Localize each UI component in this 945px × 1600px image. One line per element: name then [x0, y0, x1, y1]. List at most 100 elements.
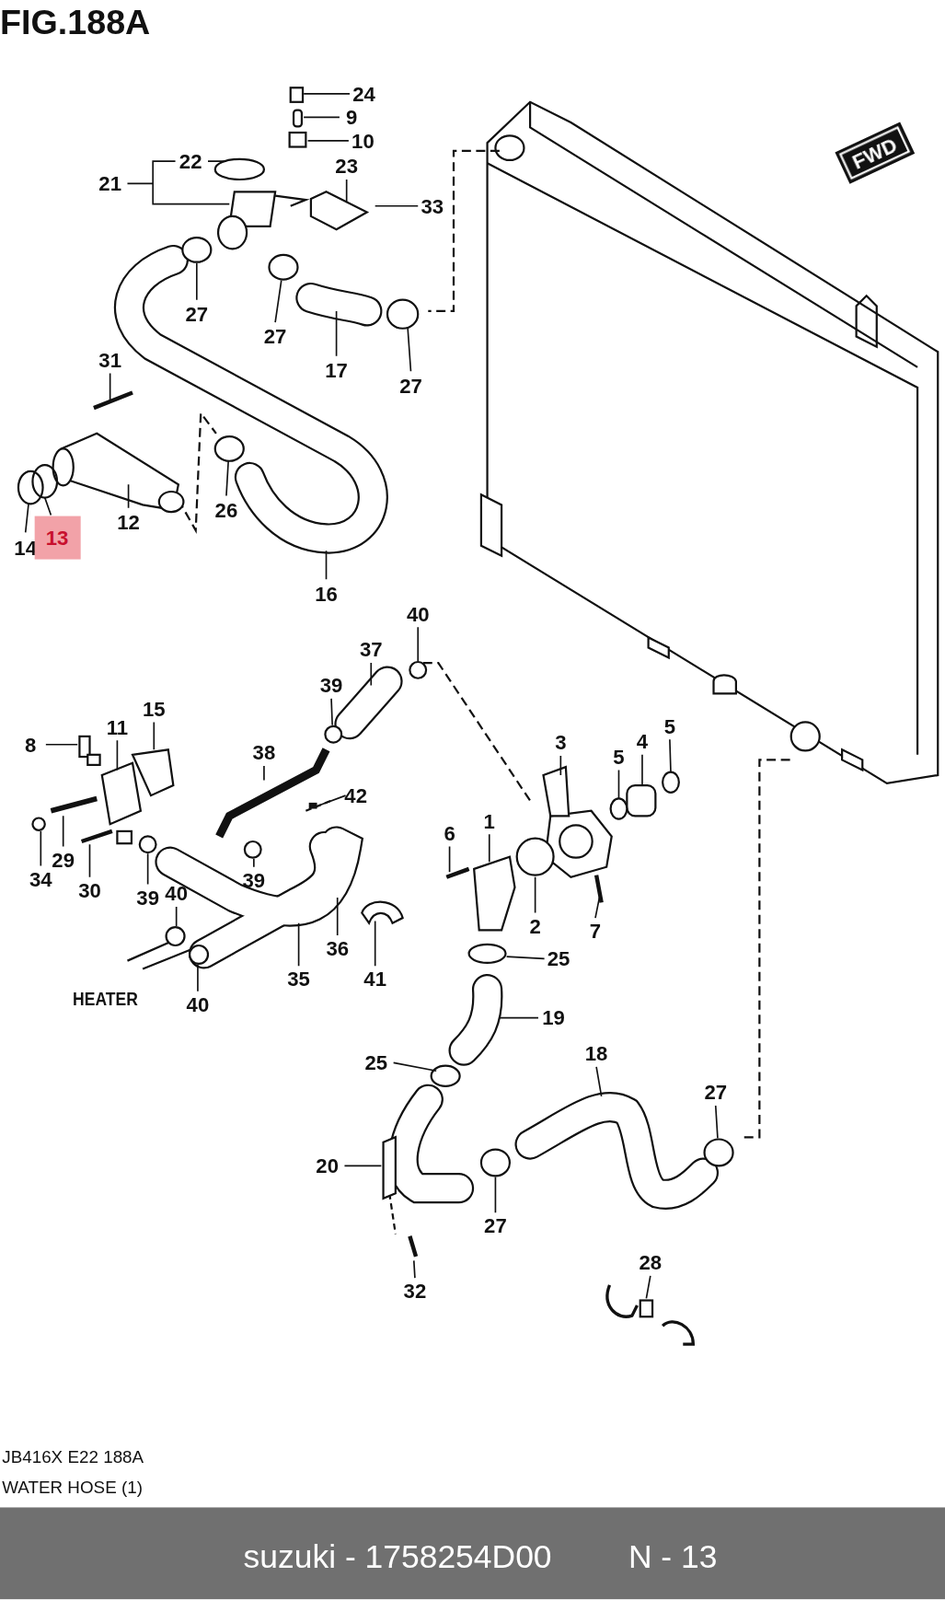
callout-number: 40 — [186, 993, 210, 1015]
drawing-part — [361, 901, 403, 923]
drawing-part — [93, 392, 133, 409]
drawing-part — [128, 260, 373, 540]
drawing-part — [542, 766, 569, 816]
drawing-part — [309, 802, 318, 809]
drawing-part — [640, 1300, 653, 1317]
drawing-part — [559, 824, 592, 857]
drawing-part — [204, 846, 330, 954]
drawing-part — [791, 721, 820, 750]
drawing-part — [116, 830, 132, 843]
drawing-part — [610, 797, 628, 819]
drawing-part — [25, 372, 229, 532]
drawing-part — [25, 93, 718, 1298]
drawing-part — [349, 680, 388, 725]
drawing-part — [349, 680, 388, 725]
callout-number: 10 — [351, 130, 375, 151]
drawing-part — [346, 179, 419, 207]
drawing-part — [409, 868, 601, 1257]
drawing-part — [403, 1098, 459, 1188]
drawing-part — [487, 162, 919, 755]
drawing-part — [463, 989, 488, 1050]
drawing-part — [481, 494, 502, 555]
drawing-part — [389, 1192, 396, 1234]
drawing-part — [268, 254, 298, 280]
drawing-part — [50, 797, 97, 810]
callout-number: 5 — [612, 746, 624, 767]
drawing-part — [128, 260, 703, 1195]
figure-code: JB416X E22 188A — [1, 1447, 144, 1465]
drawing-part — [197, 897, 545, 1018]
callout-number: 15 — [142, 698, 166, 719]
drawing-part — [344, 1061, 717, 1298]
drawing-part — [841, 749, 863, 770]
drawing-part — [189, 945, 208, 964]
callout-number: 39 — [136, 887, 160, 908]
drawing-part — [473, 856, 515, 931]
drawing-part — [215, 159, 265, 180]
drawing-part — [18, 471, 44, 504]
callout-number: 39 — [320, 674, 344, 695]
drawing-part — [139, 835, 157, 853]
callout-number: 1 — [484, 810, 496, 831]
callout-number: 27 — [399, 375, 423, 396]
callout-number: 29 — [51, 849, 75, 870]
drawing-part — [383, 1136, 396, 1198]
callout-number: 40 — [164, 882, 188, 903]
group-label: HEATER — [72, 990, 139, 1009]
drawing-part — [289, 132, 307, 148]
callout-number: 7 — [589, 920, 601, 941]
part-number: suzuki - 1758254D00 — [243, 1539, 553, 1572]
drawing-part — [290, 87, 303, 103]
drawing-part — [159, 491, 185, 512]
figure-title: FIG.188A — [0, 3, 150, 39]
drawing-part — [517, 838, 554, 876]
direction-arrow: FWD — [835, 122, 915, 185]
drawing-part — [481, 1149, 510, 1176]
figure-code: WATER HOSE (1) — [1, 1477, 143, 1496]
callout-number: 6 — [443, 822, 455, 843]
drawing-part — [530, 1106, 703, 1195]
drawing-part — [126, 937, 194, 969]
callout-number: 39 — [242, 869, 266, 890]
drawing-part — [495, 135, 524, 161]
drawing-part — [218, 216, 247, 249]
callout-number: 12 — [116, 511, 140, 532]
callout-number: 27 — [184, 303, 208, 324]
callout-number: 25 — [364, 1051, 388, 1072]
drawing-part — [166, 926, 185, 945]
drawing-part — [626, 784, 656, 816]
drawing-part — [431, 1065, 461, 1086]
callout-number: 18 — [585, 1042, 609, 1063]
drawing-part — [662, 772, 680, 793]
drawing-part — [182, 237, 211, 263]
callout-number: 32 — [403, 1279, 427, 1301]
callout-number: 27 — [484, 1215, 508, 1236]
drawing-part — [244, 841, 262, 858]
callout-number: 36 — [325, 937, 349, 958]
drawing-part — [738, 759, 790, 1137]
drawing-part — [126, 102, 938, 1234]
callout-number: 3 — [554, 731, 566, 752]
callout-number: 40 — [406, 603, 430, 624]
callout-number: 4 — [636, 730, 648, 751]
callout-number: 8 — [24, 734, 36, 755]
drawing-part — [303, 93, 350, 141]
parts-illustration — [0, 0, 945, 1507]
callout-number: 28 — [638, 1251, 662, 1272]
drawing-part — [530, 102, 918, 368]
drawing-part — [196, 263, 412, 371]
drawing-part — [607, 1284, 693, 1344]
callout-number: 20 — [315, 1154, 339, 1176]
drawing-part — [132, 749, 173, 796]
callout-number: 35 — [287, 968, 311, 989]
part-number: N - 13 — [628, 1539, 718, 1572]
drawing-part — [178, 413, 217, 531]
drawing-part — [545, 810, 612, 877]
drawing-part — [469, 944, 507, 963]
callout-number: 5 — [664, 715, 676, 737]
drawing-part — [126, 161, 230, 205]
callout-number: 42 — [344, 784, 368, 806]
drawing-part — [215, 436, 244, 461]
drawing-part — [139, 237, 734, 1176]
callout-number: 34 — [29, 868, 53, 889]
